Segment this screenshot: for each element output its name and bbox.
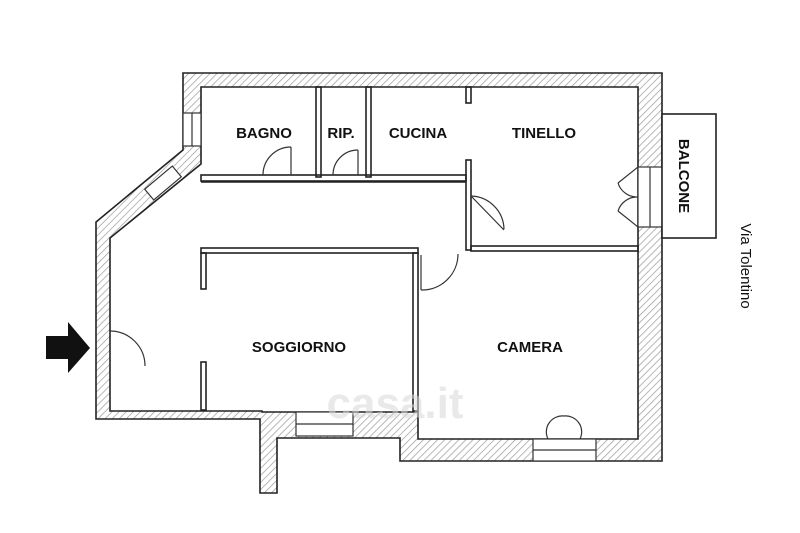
balcony-label: BALCONE <box>675 139 692 213</box>
street-label: Via Tolentino <box>737 223 754 308</box>
room-label-soggiorno: SOGGIORNO <box>252 339 347 356</box>
arrow-right-icon <box>46 322 90 373</box>
doors <box>109 146 639 440</box>
room-label-cucina: CUCINA <box>389 125 447 142</box>
room-label-rip: RIP. <box>327 125 354 142</box>
outer-wall <box>95 72 663 494</box>
balcony <box>661 113 717 239</box>
room-label-bagno: BAGNO <box>236 125 292 142</box>
room-label-camera: CAMERA <box>497 339 563 356</box>
windows <box>143 112 663 462</box>
room-label-tinello: TINELLO <box>512 125 576 142</box>
watermark: casa.it <box>327 379 464 428</box>
interior-walls <box>200 86 639 412</box>
